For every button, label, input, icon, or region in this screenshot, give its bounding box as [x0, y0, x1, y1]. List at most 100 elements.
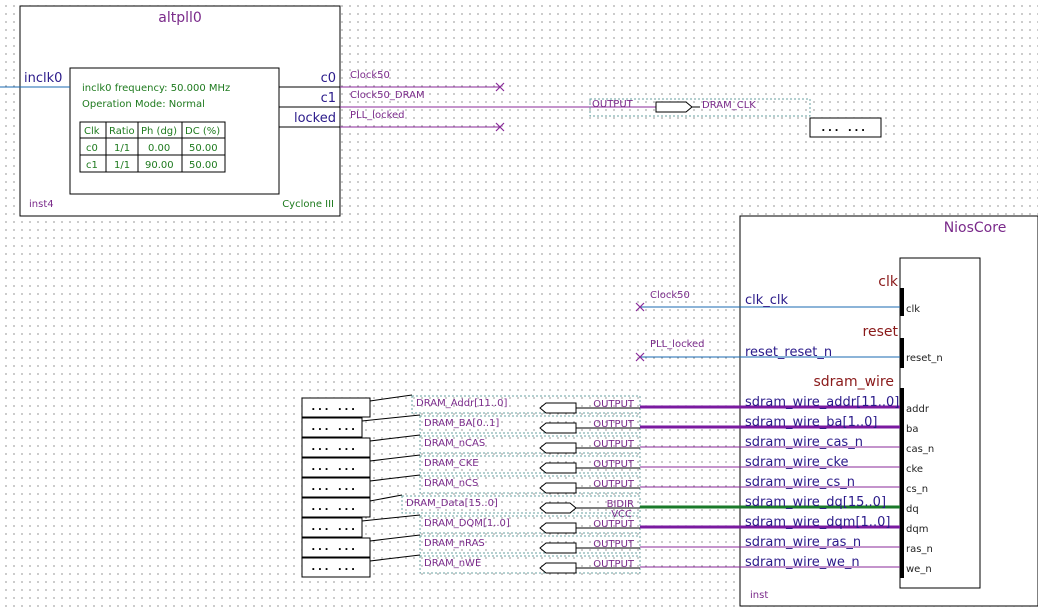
table-cell: c1 [86, 160, 98, 171]
sdram-signal-label: sdram_wire_cke [745, 455, 849, 470]
pll-device: Cyclone III [282, 199, 334, 210]
dots-box[interactable] [301, 517, 363, 538]
pin-name: DRAM_nRAS [424, 538, 485, 549]
dots-label: ... ... [310, 520, 356, 533]
pll-nets: Clock50 Clock50_DRAM PLL_locked [340, 70, 656, 132]
dots-box[interactable] [301, 477, 371, 498]
sdram-pin-row[interactable]: ... ...DRAM_Data[15..0]BIDIRVCCsdram_wir… [301, 494, 900, 520]
pll-mode: Operation Mode: Normal [82, 99, 205, 110]
dots-box[interactable] [301, 437, 371, 458]
pin-direction: OUTPUT [593, 399, 635, 410]
pll-clock-table [79, 121, 226, 173]
table-header-phase: Ph (dg) [141, 126, 177, 137]
dram-clk-pin[interactable]: OUTPUT DRAM_CLK [589, 98, 811, 117]
dots-box[interactable] [301, 557, 371, 578]
output-pin-icon [655, 101, 693, 113]
pll-port-c0: c0 [321, 71, 336, 86]
dots-label: ... ... [310, 440, 356, 453]
pin-name: DRAM_nCS [424, 478, 478, 489]
nios-port-ras-n: ras_n [906, 544, 933, 555]
pin-direction: OUTPUT [593, 519, 635, 530]
dots-box[interactable] [301, 537, 371, 558]
pin-direction: OUTPUT [593, 539, 635, 550]
pin-direction: OUTPUT [593, 459, 635, 470]
dots-box[interactable] [301, 417, 363, 438]
dots-label: ... ... [310, 500, 356, 513]
net-label-clock50[interactable]: Clock50 [350, 70, 390, 81]
svg-text:... ...: ... ... [820, 121, 866, 134]
sdram-pin-row[interactable]: ... ... DRAM_CKE OUTPUT sdram_wire_cke [301, 454, 900, 478]
nios-core-block[interactable]: NiosCore clk reset sdram_wire clk reset_… [739, 215, 1038, 607]
nios-group-reset: reset [863, 324, 899, 340]
sdram-signal-label: sdram_wire_ba[1..0] [745, 415, 877, 430]
output-pin-icon [539, 462, 577, 474]
sdram-signal-label: sdram_wire_addr[11..0] [745, 395, 899, 410]
sdram-signal-label: sdram_wire_dq[15..0] [745, 495, 886, 510]
signal-clk-clk: clk_clk [745, 293, 789, 308]
dots-label: ... ... [310, 480, 356, 493]
pll-block[interactable]: altpll0 inclk0 frequency: 50.000 MHz Ope… [0, 5, 341, 217]
nios-port-reset-n: reset_n [906, 353, 943, 364]
signal-reset-reset-n: reset_reset_n [745, 345, 832, 360]
nios-group-sdram: sdram_wire [813, 374, 894, 390]
nios-port-we-n: we_n [906, 564, 932, 575]
nios-port-dqm: dqm [906, 524, 928, 535]
nios-port-clk: clk [906, 304, 920, 315]
table-cell: 50.00 [189, 143, 218, 154]
table-cell: 0.00 [148, 143, 170, 154]
sdram-pin-rows: ... ... DRAM_Addr[11..0] OUTPUT sdram_wire_… [301, 394, 900, 578]
nios-port-cs-n: cs_n [906, 484, 928, 495]
table-cell: 1/1 [114, 160, 130, 171]
dots-box[interactable]: ... ... [809, 117, 882, 138]
dots-box[interactable] [301, 497, 371, 518]
output-pin-icon [539, 402, 577, 414]
table-header-ratio: Ratio [109, 126, 135, 137]
net-label-pll-locked[interactable]: PLL_locked [350, 110, 405, 121]
pll-frequency: inclk0 frequency: 50.000 MHz [82, 83, 230, 94]
pin-direction: OUTPUT [592, 99, 634, 110]
nios-port-dq: dq [906, 504, 919, 515]
pin-direction: OUTPUT [593, 419, 635, 430]
net-label-pll-locked[interactable]: PLL_locked [650, 339, 705, 350]
sdram-signal-label: sdram_wire_cs_n [745, 475, 855, 490]
table-cell: 50.00 [189, 160, 218, 171]
dots-label: ... ... [310, 560, 356, 573]
nios-group-clk: clk [878, 274, 899, 290]
pin-name: DRAM_Addr[11..0] [416, 398, 508, 409]
dots-label: ... ... [310, 460, 356, 473]
pin-direction: BIDIR [607, 499, 634, 510]
pin-name: DRAM_CKE [424, 458, 479, 469]
nios-port-cas-n: cas_n [906, 444, 934, 455]
sdram-pin-row[interactable]: ... ... DRAM_Addr[11..0] OUTPUT sdram_wire_… [301, 394, 900, 418]
net-label-clock50-dram[interactable]: Clock50_DRAM [350, 90, 425, 101]
pin-direction: OUTPUT [593, 559, 635, 570]
output-pin-icon [539, 422, 577, 434]
pll-port-c1: c1 [321, 91, 336, 106]
dots-label: ... ... [310, 420, 356, 433]
pll-instance: inst4 [29, 199, 54, 210]
bidir-pin-icon [539, 502, 577, 514]
pin-name: DRAM_nCAS [424, 438, 485, 449]
pll-inner-box [69, 67, 280, 195]
sdram-signal-label: sdram_wire_ras_n [745, 535, 861, 550]
table-cell: 1/1 [114, 143, 130, 154]
pin-direction-secondary: VCC [611, 509, 632, 520]
nios-input-nets: Clock50 clk_clk PLL_locked reset_reset_n [635, 290, 900, 362]
nios-instance: inst [750, 590, 768, 601]
table-header-dc: DC (%) [185, 126, 220, 137]
dots-box[interactable] [301, 397, 371, 418]
table-cell: c0 [86, 143, 98, 154]
nios-title: NiosCore [944, 220, 1007, 236]
dots-box[interactable] [301, 457, 371, 478]
output-pin-icon [539, 442, 577, 454]
table-cell: 90.00 [145, 160, 174, 171]
dots-label: ... ... [310, 400, 356, 413]
net-label-clock50[interactable]: Clock50 [650, 290, 690, 301]
